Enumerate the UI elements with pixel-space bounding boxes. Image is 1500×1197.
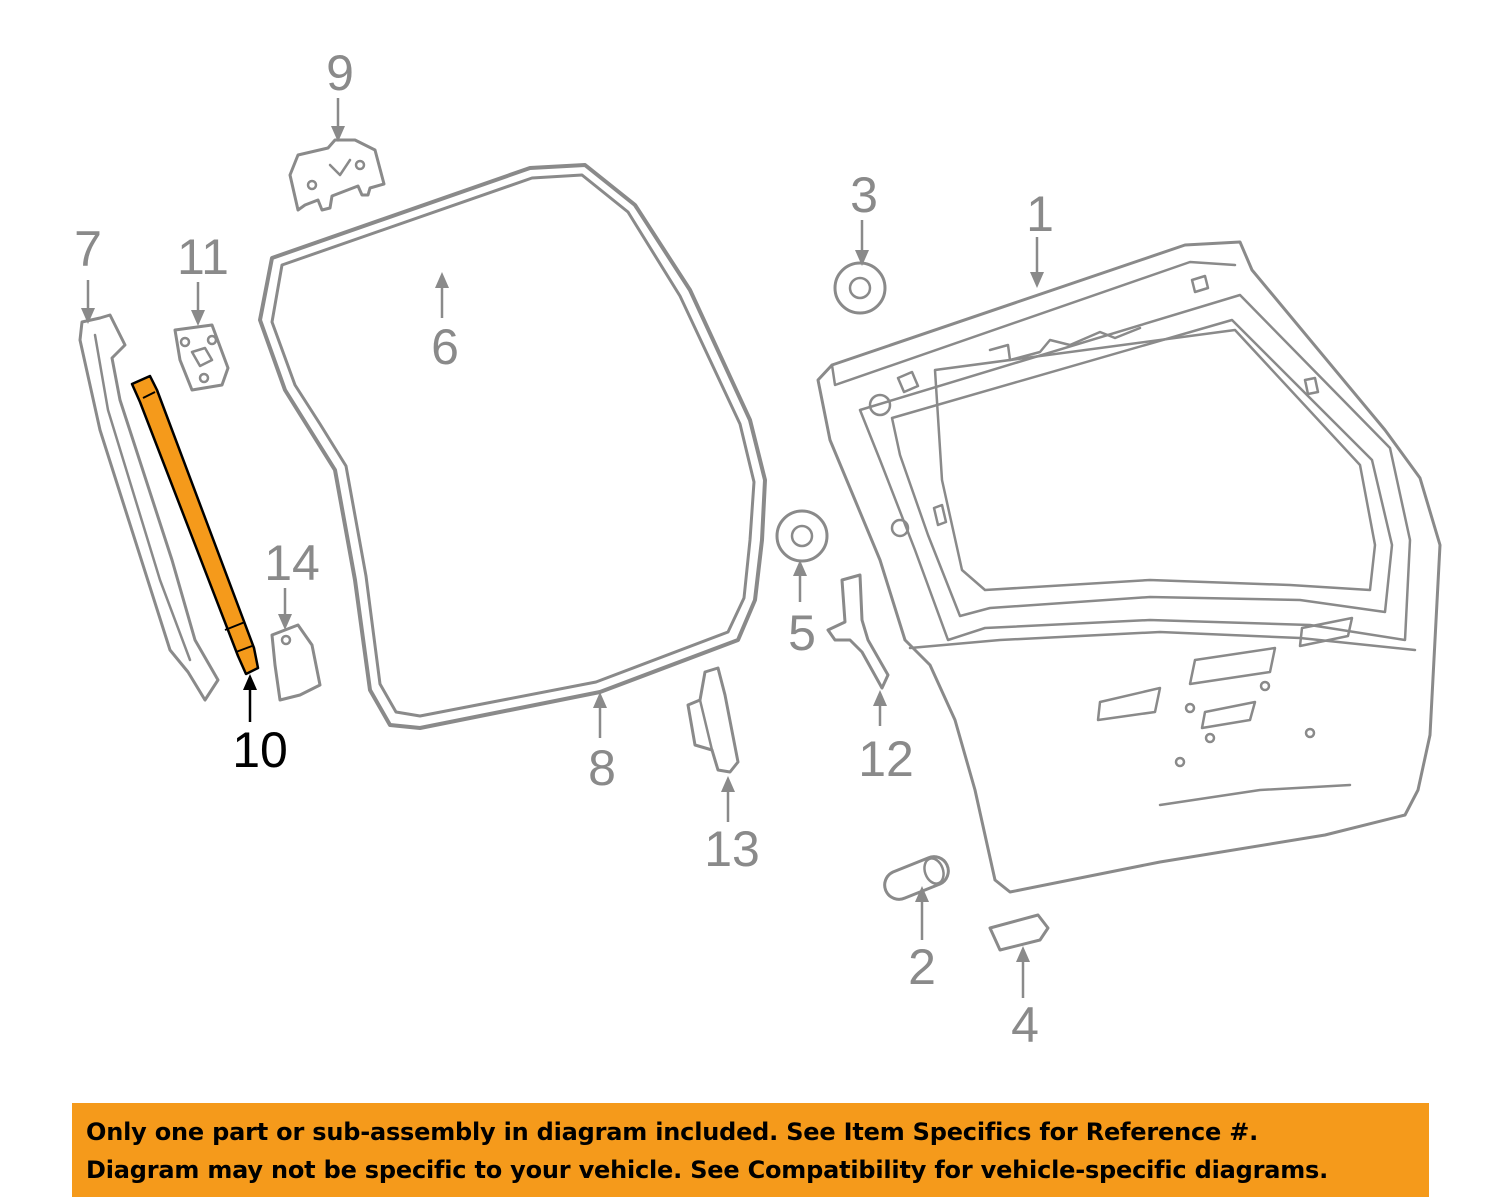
arrow-3 <box>855 220 869 266</box>
arrow-11 <box>191 282 205 326</box>
disclaimer-line-2: Diagram may not be specific to your vehi… <box>86 1156 1329 1184</box>
part-plug-3[interactable] <box>833 261 887 315</box>
callout-labels: 1 2 3 4 5 6 7 8 9 10 11 12 13 14 <box>74 45 1054 1053</box>
part-switch-4[interactable] <box>988 913 1050 952</box>
callout-arrows <box>81 98 1044 998</box>
label-8: 8 <box>588 740 616 796</box>
arrow-8 <box>593 692 607 738</box>
label-5: 5 <box>788 605 816 661</box>
arrow-9 <box>331 98 345 142</box>
label-1: 1 <box>1026 186 1054 242</box>
part-liftgate[interactable] <box>816 240 1442 894</box>
arrow-10 <box>243 674 257 722</box>
arrow-5 <box>793 560 807 602</box>
label-10: 10 <box>232 722 288 778</box>
part-hinge-9[interactable] <box>288 138 386 212</box>
label-13: 13 <box>704 821 760 877</box>
part-gas-strut-10[interactable] <box>130 374 260 676</box>
arrow-13 <box>721 776 735 822</box>
label-7: 7 <box>74 221 102 277</box>
label-4: 4 <box>1011 997 1039 1053</box>
label-2: 2 <box>908 939 936 995</box>
part-bumper-2[interactable] <box>883 855 950 901</box>
label-3: 3 <box>850 167 878 223</box>
arrow-1 <box>1030 237 1044 288</box>
arrow-6 <box>435 272 449 318</box>
part-latch-14[interactable] <box>270 623 322 702</box>
label-9: 9 <box>326 45 354 101</box>
label-14: 14 <box>264 535 320 591</box>
arrow-4 <box>1016 946 1030 998</box>
disclaimer-banner: Only one part or sub-assembly in diagram… <box>72 1103 1429 1197</box>
arrow-2 <box>915 886 929 940</box>
label-12: 12 <box>858 731 914 787</box>
part-trim-7[interactable] <box>78 313 220 702</box>
part-weatherstrip-8[interactable] <box>258 163 767 730</box>
part-striker-13[interactable] <box>686 666 740 774</box>
arrow-14 <box>278 588 292 630</box>
arrow-12 <box>873 690 887 726</box>
label-6: 6 <box>431 319 459 375</box>
part-grommet-5[interactable] <box>775 509 829 563</box>
label-11: 11 <box>177 229 229 285</box>
arrow-7 <box>81 280 95 324</box>
part-rod-12[interactable] <box>826 573 890 690</box>
part-bracket-11[interactable] <box>173 323 230 392</box>
disclaimer-line-1: Only one part or sub-assembly in diagram… <box>86 1118 1259 1146</box>
